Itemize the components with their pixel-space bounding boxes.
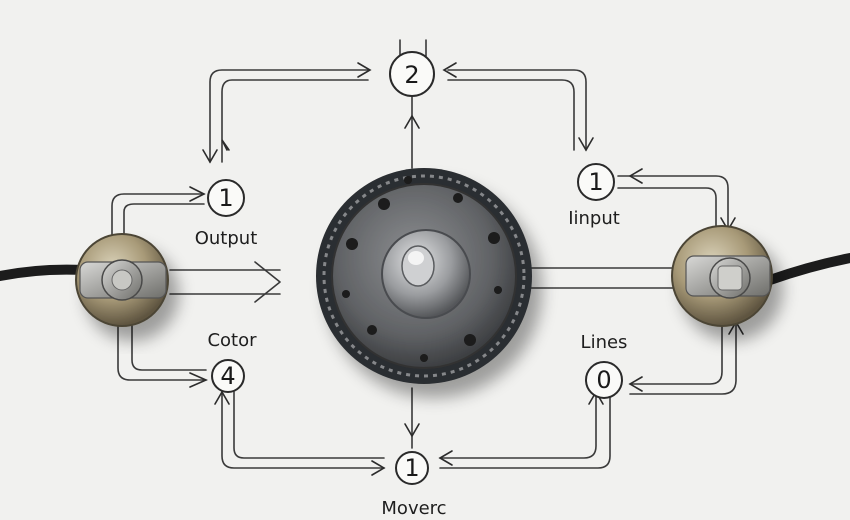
node-bottom-number: 1	[404, 454, 419, 482]
label-cotor: Cotor	[207, 330, 257, 351]
node-right-top: 1	[577, 163, 615, 201]
connection-lines	[111, 39, 737, 469]
node-left-top-number: 1	[218, 184, 233, 212]
node-right-bottom-number: 0	[596, 366, 611, 394]
label-lines: Lines	[581, 332, 628, 353]
node-right-top-number: 1	[588, 168, 603, 196]
label-moverc: Moverc	[381, 498, 446, 519]
node-bottom: 1	[395, 451, 429, 485]
node-left-top: 1	[207, 179, 245, 217]
node-top: 2	[389, 51, 435, 97]
node-left-bottom: 4	[211, 359, 245, 393]
central-motor	[316, 168, 532, 384]
right-sensor	[671, 225, 773, 327]
left-sensor	[75, 233, 169, 327]
right-cable	[765, 253, 850, 285]
node-left-bottom-number: 4	[220, 362, 235, 390]
arrow-markers	[189, 62, 744, 476]
node-top-number: 2	[404, 61, 419, 89]
label-output: Output	[195, 228, 258, 249]
motor-holes	[342, 176, 502, 362]
left-cable	[0, 264, 89, 281]
label-input: Iinput	[568, 208, 620, 229]
node-right-bottom: 0	[585, 361, 623, 399]
